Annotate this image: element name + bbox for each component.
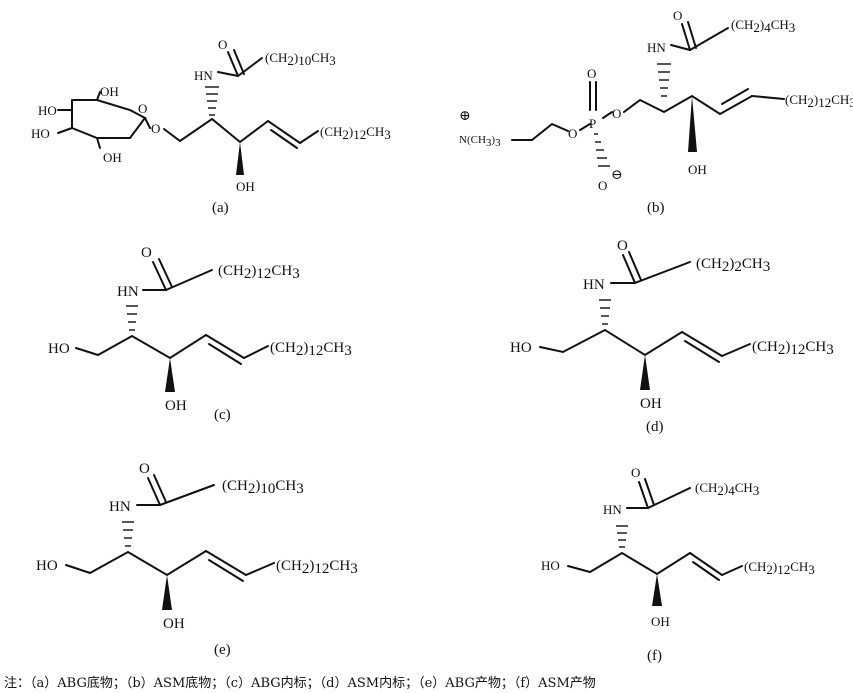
atom-oh: OH [688, 162, 707, 177]
hashed-bond [657, 63, 671, 97]
structure-a: OH O HO HO OH O HN O OH (CH2)10CH3 (CH2)… [31, 37, 391, 216]
hashed-bond [126, 305, 138, 331]
chain-ch2-12-ch3: (CH2)12CH3 [785, 92, 853, 110]
atom-ring-o: O [138, 101, 147, 116]
panel-label-b: (b) [647, 200, 665, 216]
atom-o: O [218, 37, 227, 52]
chain-ch2-12-ch3: (CH2)12CH3 [752, 339, 834, 358]
atom-hn: HN [117, 284, 139, 300]
note-b: （b）ASM底物； [125, 676, 225, 691]
chain-ch2-10-ch3: (CH2)10CH3 [222, 478, 304, 497]
atom-oh: OH [640, 396, 662, 412]
structure-f: HO HN O OH (CH2)4CH3 (CH2)12CH3 (f) [541, 465, 815, 664]
panel-label-f: (f) [647, 648, 662, 664]
panel-label-d: (d) [646, 419, 664, 435]
atom-p: P [589, 116, 596, 131]
hashed-bond [122, 521, 134, 547]
chain-ch2-12-ch3: (CH2)12CH3 [744, 559, 815, 577]
wedge-bond [162, 575, 172, 610]
structure-d: HO HN O OH (CH2)2CH3 (CH2)12CH3 (d) [510, 238, 834, 435]
wedge-bond [165, 358, 175, 392]
chain-ch2-4-ch3: (CH2)4CH3 [731, 17, 795, 35]
atom-ho: HO [510, 340, 532, 356]
atom-hn: HN [583, 277, 605, 293]
chain-ch2-10-ch3: (CH2)10CH3 [265, 50, 336, 68]
atom-ho: HO [36, 558, 58, 574]
trimethylammonium: N(CH3)3 [459, 134, 501, 149]
atom-oh: OH [651, 614, 670, 629]
note-a: （a）ABG底物； [30, 676, 126, 691]
atom-o: O [151, 121, 160, 136]
atom-oh: OH [100, 84, 119, 99]
chain-ch2-12-ch3: (CH2)12CH3 [320, 124, 391, 142]
atom-o: O [673, 8, 682, 23]
chain-ch2-12-ch3: (CH2)12CH3 [276, 558, 358, 577]
atom-oh: OH [103, 150, 122, 165]
hashed-bond [594, 133, 610, 167]
wedge-bond [652, 574, 662, 606]
atom-hn: HN [647, 40, 666, 55]
panel-label-c: (c) [214, 407, 231, 423]
atom-o: O [141, 245, 152, 261]
minus-charge: ⊖ [611, 168, 623, 183]
atom-oh: OH [236, 179, 255, 194]
atom-o: O [587, 66, 596, 81]
chain-ch2-4-ch3: (CH2)4CH3 [695, 480, 759, 498]
atom-o: O [568, 126, 577, 141]
chain-ch2-12-ch3: (CH2)12CH3 [270, 340, 352, 359]
atom-o: O [598, 178, 607, 193]
figure-note: 注：（a）ABG底物；（b）ASM底物；（c）ABG内标；（d）ASM内标；（e… [4, 672, 849, 691]
atom-ho: HO [48, 341, 70, 357]
panel-label-a: (a) [212, 200, 229, 216]
atom-hn: HN [109, 499, 131, 515]
atom-oh: OH [163, 616, 185, 632]
panel-label-e: (e) [214, 642, 231, 658]
structure-b: ⊕ N(CH3)3 O P O O ⊖ O HN [459, 8, 853, 216]
chain-ch2-2-ch3: (CH2)2CH3 [696, 256, 770, 275]
note-e: （e）ABG产物； [418, 676, 514, 691]
note-c: （c）ABG内标； [224, 676, 320, 691]
hashed-bond [205, 86, 219, 116]
structure-e: HO HN O OH (CH2)10CH3 (CH2)12CH3 (e) [36, 461, 358, 658]
hashed-bond [616, 525, 628, 548]
atom-ho: HO [541, 558, 560, 573]
atom-o: O [617, 238, 628, 254]
plus-charge: ⊕ [459, 109, 471, 124]
atom-ho: HO [38, 103, 57, 118]
atom-o: O [612, 106, 621, 121]
atom-o: O [139, 461, 150, 477]
atom-hn: HN [603, 502, 622, 517]
atom-oh: OH [165, 398, 187, 414]
structure-c: HO HN O OH (CH2)12CH3 (CH2)12CH3 (c) [48, 245, 352, 423]
hashed-bond [599, 299, 611, 325]
wedge-bond [640, 355, 650, 390]
chain-ch2-12-ch3: (CH2)12CH3 [218, 263, 300, 282]
atom-o: O [631, 465, 640, 480]
note-d: （d）ASM内标； [319, 676, 419, 691]
atom-ho: HO [31, 126, 50, 141]
note-prefix: 注： [4, 676, 31, 691]
atom-hn: HN [194, 68, 213, 83]
wedge-bond [688, 96, 697, 152]
note-f: （f）ASM产物 [513, 676, 596, 691]
wedge-bond [236, 142, 244, 175]
